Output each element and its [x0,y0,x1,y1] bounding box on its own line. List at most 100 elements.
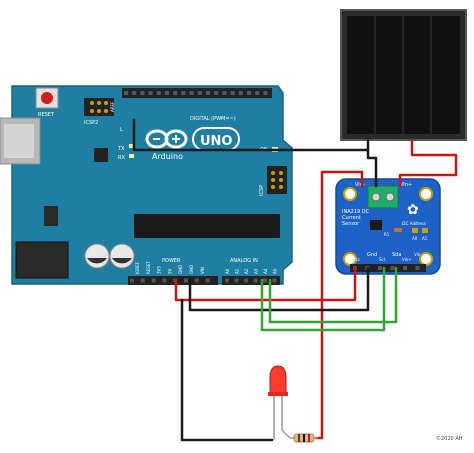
scl-label: Scl [379,257,385,262]
header-pin [156,91,161,95]
power-pin-label: VIN [200,267,205,274]
digital-label: DIGITAL (PWM=~) [190,116,236,122]
analog-pin-label: A4 [263,268,268,274]
wires [132,118,458,442]
analog-pin-label: A5 [273,268,278,274]
header-pin [148,91,153,95]
a1-jumper-label: A1 [422,236,428,241]
i2c-label: I2C Address [402,221,426,226]
wire-5v [174,266,357,302]
wire-gnd [188,266,370,312]
wire-solar-positive [398,138,458,188]
arduino-board: RESET ICSP2 DIGITAL (PWM=~) AREF TX RX L… [0,85,293,285]
header-pin [238,91,243,95]
vin-plus-label: Vin+ [400,182,412,188]
icsp-label: ICSP [259,185,265,196]
header-pin [263,278,267,283]
wire-led-gnd [180,298,274,442]
power-pin-label: RESET [146,261,151,274]
vcc-label: Vcc [353,257,360,262]
terminal-block [367,185,399,209]
led [268,365,291,440]
solar-panel [340,9,467,141]
sensor-title: INA219 DC [342,209,370,215]
header-pin [165,91,169,95]
wire-solar-negative [132,118,370,152]
analog-header [222,276,280,285]
header-pin [189,91,194,95]
header-pin [205,278,210,283]
analog-pin-label: A3 [254,268,259,274]
digital-header [122,88,272,98]
mount-hole [419,187,433,201]
ina219-chip [370,220,382,230]
resistor [290,433,318,443]
header-pin [263,91,268,95]
vin-plus-pin-label: Vin+ [402,257,412,262]
header-pin [253,278,258,283]
header-pin [130,278,134,283]
header-pin [162,278,167,283]
wire-solar-to-vinminus [366,148,378,188]
header-pin [206,91,210,95]
wire-sda [268,266,398,324]
sensor-line2: Current [342,215,361,221]
usb-chip [94,148,108,162]
uno-logo-text: UNO [200,134,233,149]
tx-label: TX [117,146,125,152]
power-header [128,276,218,285]
header-pin [222,91,227,95]
icsp2-label: ICSP2 [84,120,98,126]
power-pin-label: GND [189,265,194,274]
arduino-wordmark: Arduino [152,152,183,161]
header-pin [403,266,407,270]
header-pin [225,278,229,283]
copyright: ©2020 AH [436,436,463,442]
analog-pin-label: A2 [244,268,249,274]
power-pin-label: GND [178,265,183,274]
tx-led [129,144,134,148]
icsp2-header [84,98,114,116]
header-pin [214,91,219,95]
vin-minus-pin-label: Vin- [414,252,422,257]
shunt-resistor [394,228,402,232]
analog-pin-label: A0 [225,268,230,274]
vin-minus-label: Vin- [355,182,365,188]
header-pin [194,278,199,283]
header-pin [255,91,260,95]
power-pin-label: 3V3 [157,266,162,274]
capacitor-2 [109,243,135,269]
wire-vin-to-resistor [314,170,364,440]
sensor-line3: Sensor [342,221,360,227]
wire-scl [260,266,386,332]
l-label: L [120,127,123,133]
power-pin-label: 5V [167,268,172,274]
header-pin [415,266,420,270]
header-pin [197,91,202,95]
aref-label: AREF [110,101,115,112]
rx-led [129,154,134,158]
sensor-header [350,264,426,272]
header-pin [390,266,395,270]
header-pin [173,91,178,95]
header-pin [234,278,239,283]
adafruit-star-icon: ✿ [407,202,419,218]
header-pin [378,266,382,270]
header-pin [230,91,235,95]
power-jack [15,241,69,279]
header-pin [244,278,248,283]
sda-label: Sda [392,252,401,258]
mount-hole [343,187,357,201]
regulator [44,206,58,226]
header-pin [124,91,128,95]
analog-pin-label: A1 [235,268,240,274]
capacitor-1 [84,243,110,269]
rx-label: RX [118,155,125,161]
analog-in-label: ANALOG IN [230,258,258,264]
header-pin [151,278,156,283]
header-pin [132,91,137,95]
reset-label: RESET [38,112,55,118]
header-pin [184,278,188,283]
ina219-sensor: Vin- Vin+ ✿ INA219 DC Current Sensor R1 … [335,178,441,275]
